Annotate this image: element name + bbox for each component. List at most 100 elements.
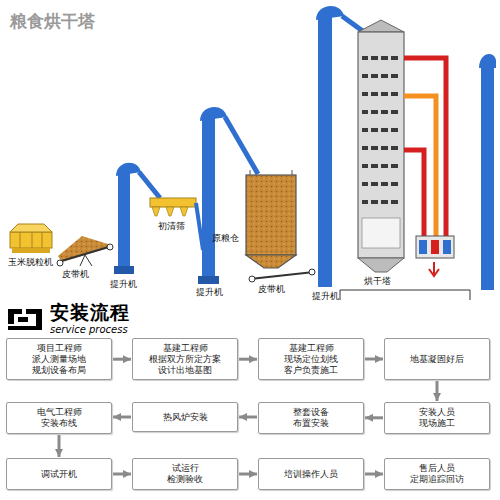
- process-text: 基建工程师 现场定位划线 客户负责施工: [284, 343, 338, 375]
- elevator-column: [118, 170, 130, 270]
- flow-arrow: [113, 473, 131, 476]
- tower-cooling: [362, 218, 400, 248]
- process-box: 基建工程师 根据双方所定方案 设计出地基图: [132, 338, 238, 380]
- burner: [443, 240, 451, 254]
- elevator-head: [316, 6, 344, 20]
- process-box: 电气工程师 安装布线: [6, 402, 112, 434]
- burner: [431, 240, 439, 254]
- tower-hopper: [358, 258, 404, 272]
- process-box: 地基凝固好后: [384, 338, 490, 380]
- hot-air-system: [340, 58, 470, 300]
- flow-arrow: [239, 473, 257, 476]
- process-text: 热风炉安装: [163, 412, 208, 423]
- thresher-base: [12, 248, 50, 253]
- conveyor-leg: [80, 255, 85, 266]
- process-box: 基建工程师 现场定位划线 客户负责施工: [258, 338, 364, 380]
- elevator-chute: [342, 16, 364, 32]
- flow-arrow: [365, 416, 383, 419]
- drying-tower: [358, 20, 404, 272]
- elevator-boot: [114, 266, 134, 274]
- burner: [419, 240, 427, 254]
- tower-roof: [358, 20, 404, 32]
- elevator-column: [481, 62, 494, 290]
- belt-conveyor: [57, 236, 113, 266]
- process-box: 项目工程师 派人测量场地 规划设备布局: [6, 338, 112, 380]
- part-label: 提升机: [196, 288, 223, 298]
- bin-body: [246, 175, 296, 255]
- part-label: 提升机: [312, 292, 339, 302]
- bin-frame: [250, 170, 251, 175]
- thresher-rib: [32, 232, 33, 248]
- process-text: 安装人员 现场施工: [419, 407, 455, 429]
- process-box: 整套设备 布置安装: [258, 402, 364, 434]
- heat-arrow: [429, 262, 439, 276]
- flow-arrow: [113, 416, 131, 419]
- warm-air-pipe: [404, 96, 436, 238]
- hot-air-pipe: [404, 150, 424, 238]
- part-label: 烘干塔: [364, 277, 391, 287]
- process-text: 电气工程师 安装布线: [37, 407, 82, 429]
- process-text: 地基凝固好后: [410, 354, 464, 365]
- roller: [107, 244, 113, 250]
- elevator-head: [200, 107, 227, 121]
- flow-arrow: [239, 416, 257, 419]
- elevator-head: [479, 54, 496, 68]
- section-subheading: service process: [50, 324, 128, 335]
- roller: [57, 260, 63, 266]
- process-box: 培训操作人员: [258, 458, 364, 490]
- screen-chute: [196, 203, 203, 250]
- part-label: 原粮仓: [212, 234, 239, 244]
- screen-hopper: [166, 207, 174, 216]
- belt-conveyor: [249, 269, 315, 282]
- elevator-chute: [139, 172, 160, 198]
- bucket-elevator: [114, 163, 160, 274]
- part-label: 玉米脱粒机: [8, 258, 53, 268]
- process-box: 调试开机: [6, 458, 112, 490]
- bucket-elevator: [479, 54, 496, 290]
- corn-thresher: [10, 224, 52, 253]
- tower-body: [358, 32, 404, 258]
- bin-hopper: [246, 255, 296, 268]
- process-text: 培训操作人员: [284, 469, 338, 480]
- flow-arrow: [58, 435, 61, 457]
- foundation-outline: [340, 290, 470, 300]
- bin-frame: [292, 170, 293, 175]
- flow-arrow: [113, 358, 131, 361]
- service-logo: [8, 309, 42, 330]
- section-heading: 安装流程: [50, 302, 130, 323]
- process-text: 调试开机: [41, 469, 77, 480]
- elevator-chute: [225, 117, 258, 174]
- conveyor-belt: [58, 246, 112, 262]
- logo-bar: [8, 309, 42, 330]
- process-box: 安装人员 现场施工: [384, 402, 490, 434]
- process-box: 售后人员 定期追踪回访: [384, 458, 490, 490]
- diagram-title: 粮食烘干塔: [10, 10, 95, 33]
- screen-hopper: [180, 207, 188, 216]
- thresher-rib: [42, 232, 43, 248]
- pre-cleaner: [150, 198, 203, 250]
- process-text: 售后人员 定期追踪回访: [410, 463, 464, 485]
- part-label: 提升机: [110, 280, 137, 290]
- elevator-column: [318, 14, 332, 287]
- bucket-elevator: [316, 6, 364, 287]
- conveyor-leg: [85, 255, 92, 266]
- process-box: 试运行 检测验收: [132, 458, 238, 490]
- roller: [249, 276, 255, 282]
- tower-ducts: [362, 42, 400, 212]
- screen-hopper: [152, 207, 160, 216]
- part-label: 皮带机: [62, 270, 89, 280]
- conveyor-belt: [250, 272, 314, 279]
- raw-grain-bin: [246, 170, 296, 268]
- process-text: 整套设备 布置安装: [293, 407, 329, 429]
- process-text: 试运行 检测验收: [167, 463, 203, 485]
- flow-arrow: [436, 381, 439, 401]
- process-text: 项目工程师 派人测量场地 规划设备布局: [32, 343, 86, 375]
- elevator-boot: [198, 276, 219, 284]
- elevator-head: [116, 163, 141, 176]
- flow-arrow: [365, 358, 383, 361]
- screen-body: [150, 198, 196, 207]
- process-box: 热风炉安装: [132, 402, 238, 432]
- thresher-body: [10, 232, 52, 248]
- furnace: [416, 236, 454, 258]
- thresher-top: [10, 224, 52, 232]
